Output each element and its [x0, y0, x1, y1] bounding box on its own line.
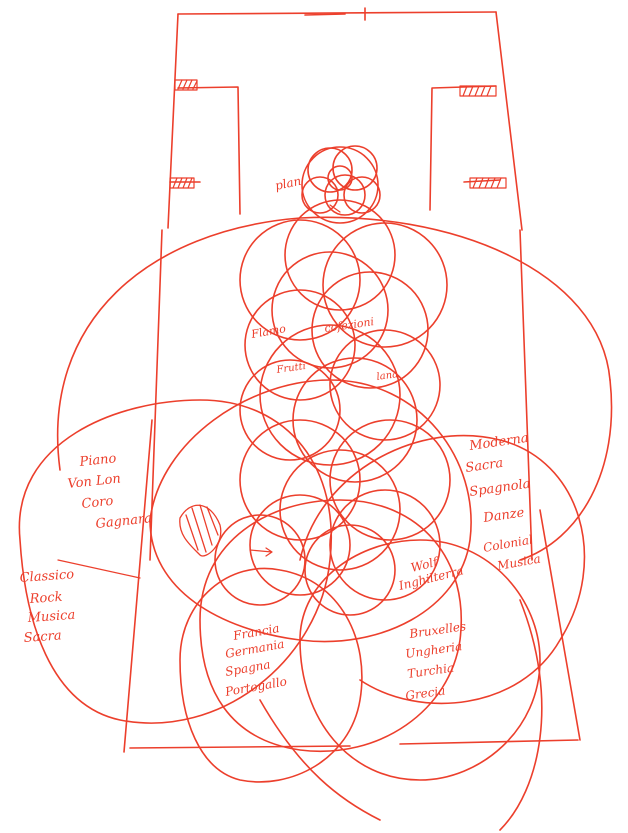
bottom-right-line: Bruxelles: [407, 619, 466, 641]
right-cluster-line: Moderna: [467, 431, 529, 454]
far-left-line: Musica: [26, 608, 75, 626]
bottom-right-line: Ungheria: [404, 639, 462, 661]
far-left-labels: Classico Rock Musica Sacra: [19, 567, 75, 646]
label-mid-right: lana: [376, 369, 399, 383]
far-left-line: Classico: [19, 567, 75, 586]
bottom-right-labels: Bruxelles Ungheria Turchia Grecia: [404, 619, 466, 703]
right-lower-labels: Colonial Musica: [482, 532, 542, 573]
right-cluster-line: Spagnola: [468, 477, 531, 500]
left-cluster-line: Gagnara: [95, 511, 153, 532]
bottom-right-line: Grecia: [404, 684, 446, 703]
label-top-circle: plan: [274, 174, 303, 193]
building-outline: [124, 8, 580, 752]
bottom-left-labels: Francia Germania Spagna Portogallo: [223, 621, 288, 699]
right-cluster-line: Sacra: [464, 456, 504, 476]
left-cluster-line: Coro: [81, 494, 114, 512]
left-cluster-labels: Piano Von Lon Coro Gagnara: [67, 451, 153, 532]
bottom-left-line: Spagna: [224, 657, 271, 679]
far-left-line: Sacra: [23, 628, 62, 646]
label-upper-left: Flamo: [249, 322, 287, 341]
right-cluster-line: Danze: [481, 505, 525, 526]
right-lower-line: Musica: [495, 552, 542, 574]
hatched-leaf: [180, 505, 221, 556]
label-upper-mid: cofezioni: [324, 315, 375, 335]
bottom-left-line: Portogallo: [223, 674, 288, 699]
right-lower-line: Colonial: [482, 532, 534, 555]
far-left-line: Rock: [28, 590, 63, 607]
left-cluster-line: Piano: [78, 451, 117, 470]
window-hatches: [170, 80, 506, 188]
center-right-labels: Wolf Inghilterra: [396, 554, 465, 593]
label-mid-left: Frutti: [275, 361, 307, 376]
left-cluster-line: Von Lon: [67, 471, 122, 491]
right-cluster-labels: Moderna Sacra Spagnola Danze: [464, 431, 531, 526]
